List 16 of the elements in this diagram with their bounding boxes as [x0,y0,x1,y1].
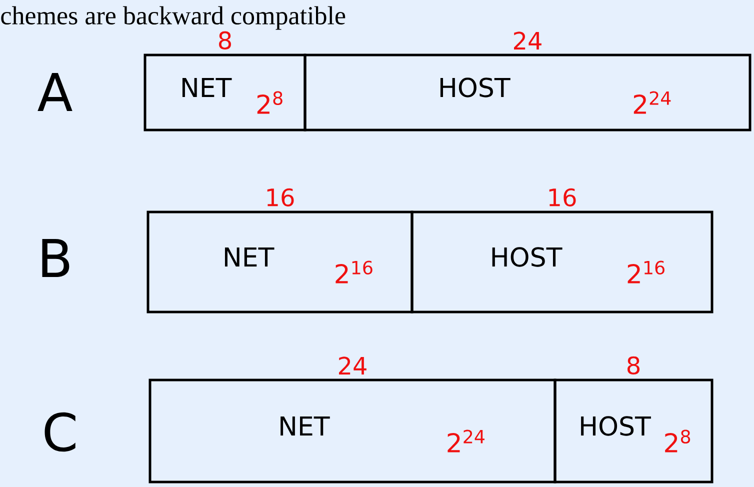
field-box: HOST 2$^{8}$ [554,378,714,484]
bit-count: 24 [514,32,542,50]
bit-count: 16 [267,188,294,206]
bit-count: 16 [549,188,576,206]
bit-count: 8 [628,356,640,374]
bit-count: 24 [339,356,366,374]
field-box: HOST 2$^{24}$ [304,54,752,132]
class-letter: B [42,239,70,277]
class-letter: C [44,412,76,452]
field-box: HOST 2$^{16}$ [410,210,714,314]
field-box: NET 2$^{24}$ [148,378,556,484]
heading: chemes are backward compatible [1,6,346,30]
field-box: NET 2$^{8}$ [144,54,306,132]
class-letter: A [38,73,72,111]
field-box: NET 2$^{16}$ [146,210,414,314]
bit-count: 8 [219,31,231,50]
